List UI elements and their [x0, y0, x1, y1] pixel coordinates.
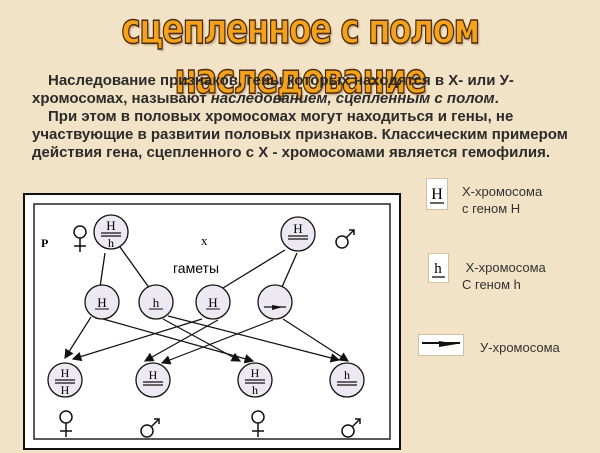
svg-text:H: H — [149, 368, 158, 382]
legend-h-recessive-text: X-хромосома С геном h — [462, 260, 546, 292]
offspring-male-symbol-1-icon — [140, 418, 160, 438]
legend-h-dominant-icon: H — [426, 178, 448, 210]
paragraph-1-term: наследованием, сцепленным с полом — [210, 90, 495, 107]
h-recessive-chromosome-icon: h — [432, 261, 445, 278]
gamete-offspring-arrows — [64, 315, 350, 365]
h-dominant-chromosome-icon: H — [430, 186, 444, 204]
paragraph-1-start: Наследование признаков, гены которых нах… — [32, 72, 514, 107]
gametes-label: гаметы — [173, 260, 219, 276]
body-text: Наследование признаков, гены которых нах… — [32, 72, 582, 162]
gamete-node-h-recessive: h — [138, 284, 174, 320]
svg-text:H: H — [293, 221, 302, 236]
parent-male-node: H — [280, 216, 316, 252]
gamete-node-h-dominant: H — [84, 284, 120, 320]
inheritance-diagram: P x гаметы — [23, 193, 401, 450]
cross-symbol: x — [201, 233, 208, 248]
svg-text:h: h — [153, 295, 160, 310]
parent-female-node: H h — [93, 214, 129, 250]
svg-text:H: H — [251, 366, 260, 380]
svg-text:H: H — [106, 218, 115, 233]
offspring-male-symbol-2-icon — [341, 418, 361, 438]
inheritance-svg: P x гаметы — [33, 203, 391, 440]
slide-title: сцепленное с полом наследование — [121, 3, 481, 104]
svg-text:h: h — [252, 383, 258, 397]
svg-text:H: H — [61, 366, 70, 380]
parent-female-symbol-icon — [73, 225, 87, 252]
svg-text:h: h — [434, 261, 442, 277]
offspring-female-symbol-2-icon — [251, 410, 265, 437]
svg-text:H: H — [97, 295, 106, 310]
offspring-node-3: H h — [237, 362, 273, 398]
svg-text:H: H — [208, 295, 217, 310]
parent-gamete-lines — [99, 246, 298, 290]
gamete-node-h-dominant-male: H — [195, 284, 231, 320]
svg-text:H: H — [431, 186, 443, 203]
paragraph-1-end: . — [494, 90, 499, 107]
paragraph-1: Наследование признаков, гены которых нах… — [32, 72, 582, 108]
offspring-node-4: h — [329, 362, 365, 398]
generation-label: P — [41, 236, 48, 250]
legend-y-icon — [418, 334, 464, 356]
svg-text:h: h — [344, 368, 350, 382]
svg-text:H: H — [61, 383, 70, 397]
legend-h-recessive-icon: h — [428, 253, 449, 283]
diagram-frame — [33, 203, 391, 440]
offspring-node-2: H — [135, 362, 171, 398]
paragraph-2: При этом в половых хромосомах могут нахо… — [32, 108, 568, 161]
gamete-node-y — [257, 284, 293, 320]
offspring-node-1: H H — [47, 362, 83, 398]
svg-text:h: h — [108, 236, 114, 250]
legend-y-text: У-хромосома — [480, 340, 560, 355]
legend-h-dominant-text: X-хромосома с геном Н — [462, 184, 543, 216]
y-chromosome-icon — [422, 341, 460, 347]
offspring-female-symbol-1-icon — [59, 410, 73, 437]
parent-male-symbol-icon — [335, 229, 355, 249]
